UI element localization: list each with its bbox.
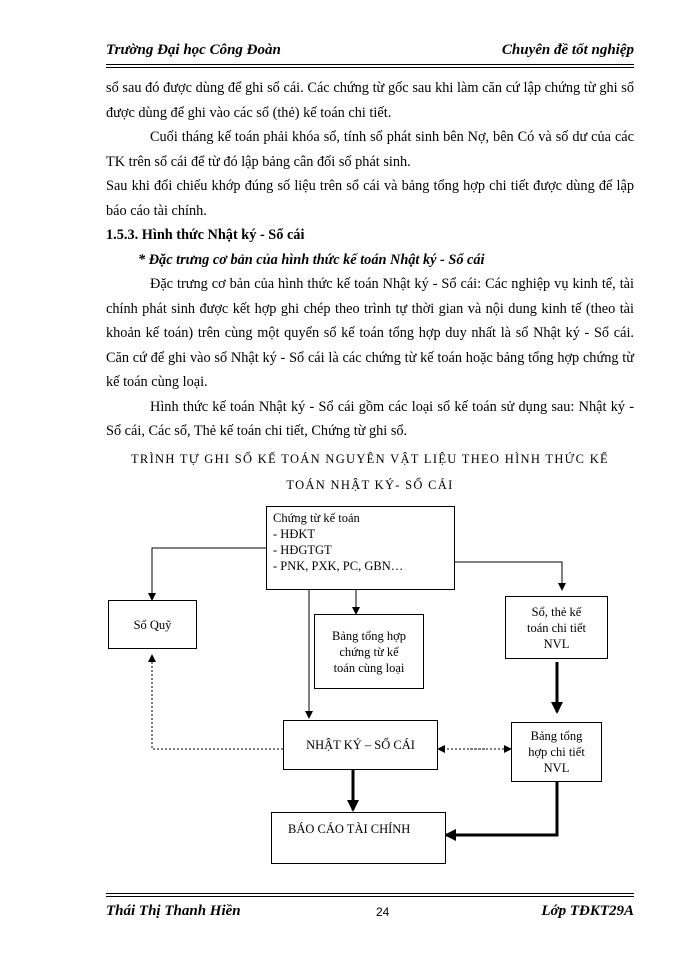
box-nhat-ky-so-cai: NHẬT KÝ – SỔ CÁI [283,720,438,770]
paragraph-5: Hình thức kế toán Nhật ký - Sổ cái gồm c… [106,398,634,440]
arrow-to-so-quy [148,547,266,601]
bao-cao-label: BÁO CÁO TÀI CHÍNH [288,822,411,836]
box-bao-cao-tai-chinh: BÁO CÁO TÀI CHÍNH [271,812,446,864]
box-chung-tu-ke-toan: Chứng từ kế toán - HĐKT - HĐGTGT - PNK, … [266,506,455,590]
paragraph-1: sổ sau đó được dùng để ghi sổ cái. Các c… [106,80,634,121]
bang-chi-tiet-line-3: NVL [543,761,570,775]
bang-tong-hop-ct-line-3: toán cùng loại [333,660,405,675]
diagram-title: TRÌNH TỰ GHI SỔ KẾ TOÁN NGUYÊN VẬT LIỆU … [100,446,640,498]
chung-tu-line-4: - PNK, PXK, PC, GBN… [273,559,404,573]
page-header: Trường Đại học Công Đoàn Chuyên đề tốt n… [106,40,634,64]
nhat-ky-so-cai-label: NHẬT KÝ – SỔ CÁI [306,738,415,752]
paragraph-4: Đặc trưng cơ bản của hình thức kế toán N… [106,276,634,390]
paragraph-2: Cuối tháng kế toán phải khóa sổ, tính số… [106,129,634,170]
header-school: Trường Đại học Công Đoàn [106,42,281,58]
footer-rule-2 [106,896,634,897]
diagram-title-line-1: TRÌNH TỰ GHI SỔ KẾ TOÁN NGUYÊN VẬT LIỆU … [131,452,609,466]
so-the-line-1: Sổ, thẻ kế [531,604,582,619]
footer-class: Lớp TĐKT29A [541,903,634,919]
box-so-the-chi-tiet: Sổ, thẻ kế toán chi tiết NVL [505,596,608,659]
box-bang-tong-hop-chung-tu: Bảng tổng hợp chứng từ kế toán cùng loại [314,614,424,689]
paragraph-3: Sau khi đối chiếu khớp đúng số liệu trên… [106,178,634,219]
footer-author: Thái Thị Thanh Hiền [106,903,241,919]
footer-rule [106,893,634,894]
dotted-so-quy-nhat-ky [148,654,283,750]
box-so-quy: Sổ Quỹ [108,600,197,649]
feature-heading: * Đặc trưng cơ bản của hình thức kế toán… [138,251,485,268]
header-rule [106,64,634,65]
header-doc-type: Chuyên đề tốt nghiệp [501,42,634,58]
bang-tong-hop-ct-line-2: chứng từ kế [339,644,399,659]
page-footer: Thái Thị Thanh Hiền 24 Lớp TĐKT29A [106,903,634,927]
body-text: sổ sau đó được dùng để ghi sổ cái. Các c… [106,76,634,444]
section-heading: 1.5.3. Hình thức Nhật ký - Sổ cái [106,227,305,243]
so-quy-label: Sổ Quỹ [133,617,172,632]
arrow-bang-chi-tiet-to-bao-cao [444,782,559,841]
page-number: 24 [376,905,390,919]
chung-tu-line-1: Chứng từ kế toán [273,511,360,525]
so-the-line-2: toán chi tiết [526,620,586,635]
bang-chi-tiet-line-2: hợp chi tiết [528,745,585,759]
box-bang-tong-hop-chi-tiet: Bảng tổng hợp chi tiết NVL [511,722,602,782]
so-the-line-3: NVL [543,636,570,651]
header-rule-2 [106,67,634,68]
arrow-to-so-the [455,561,566,591]
bang-tong-hop-ct-line-1: Bảng tổng hợp [332,628,406,643]
bang-chi-tiet-line-1: Bảng tổng [530,729,583,743]
diagram-title-line-2: TOÁN NHẬT KÝ- SỔ CÁI [286,478,454,492]
chung-tu-line-2: - HĐKT [273,527,316,541]
chung-tu-line-3: - HĐGTGT [273,543,332,557]
